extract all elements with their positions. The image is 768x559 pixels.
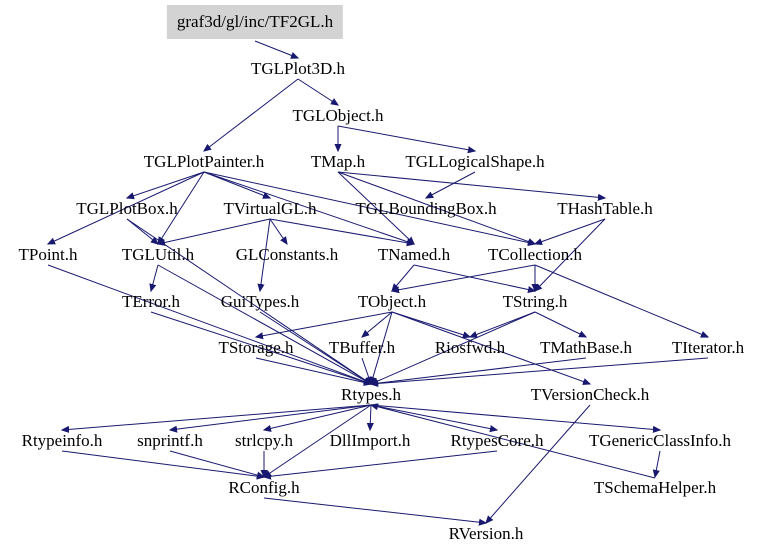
dependency-edge <box>260 218 271 291</box>
graph-node[interactable]: TGLLogicalShape.h <box>405 152 545 171</box>
dependency-edge <box>169 450 264 477</box>
dependency-edge <box>259 311 371 384</box>
dependency-edge <box>264 450 498 477</box>
dependency-edge <box>337 171 535 244</box>
dependency-edge <box>534 264 708 337</box>
graph-node[interactable]: RVersion.h <box>448 524 524 543</box>
dependency-edge <box>256 311 393 337</box>
graph-node[interactable]: TMap.h <box>310 152 366 171</box>
graph-node[interactable]: TMathBase.h <box>539 338 633 357</box>
graph-node[interactable]: TGLPlotBox.h <box>76 199 178 218</box>
dependency-edge <box>391 311 470 337</box>
dependency-edge <box>337 125 475 151</box>
graph-node[interactable]: TStorage.h <box>218 338 294 357</box>
dependency-edge <box>535 218 606 244</box>
root-node[interactable]: graf3d/gl/inc/TF2GL.h <box>166 5 344 39</box>
graph-node[interactable]: GLConstants.h <box>235 245 339 264</box>
dependency-edge <box>203 171 535 244</box>
dependency-edge <box>62 404 372 430</box>
graph-node[interactable]: TIterator.h <box>671 338 745 357</box>
graph-node[interactable]: TGLPlotPainter.h <box>143 152 265 171</box>
dependency-edge <box>370 404 660 430</box>
dependency-edge <box>426 171 476 198</box>
graph-node[interactable]: RConfig.h <box>228 478 300 497</box>
dependency-edge <box>47 264 371 384</box>
graph-node[interactable]: TObject.h <box>357 292 427 311</box>
dependency-edge <box>370 404 497 430</box>
graph-node[interactable]: TNamed.h <box>377 245 451 264</box>
dependency-edge <box>361 357 371 384</box>
dependency-edge <box>150 311 371 384</box>
graph-node[interactable]: TGLBoundingBox.h <box>355 199 497 218</box>
dependency-edge <box>655 450 661 477</box>
dependency-edge <box>413 264 535 291</box>
dependency-edge <box>127 171 205 198</box>
dependency-edge <box>535 218 606 291</box>
dependency-edge <box>371 311 536 384</box>
dependency-edge <box>269 218 414 244</box>
dependency-edge <box>255 357 371 384</box>
graph-node[interactable]: TVirtualGL.h <box>223 199 317 218</box>
dependency-edge <box>371 357 709 384</box>
graph-node[interactable]: TPoint.h <box>18 245 78 264</box>
graph-node[interactable]: TString.h <box>502 292 568 311</box>
dependency-edge <box>126 218 371 384</box>
dependency-edge <box>204 78 299 151</box>
graph-node[interactable]: TGLPlot3D.h <box>251 59 345 78</box>
dependency-edge <box>337 171 605 198</box>
graph-node[interactable]: TGLUtil.h <box>121 245 195 264</box>
dependency-edge <box>337 171 414 244</box>
dependency-edge <box>126 218 158 244</box>
graph-node[interactable]: snprintf.h <box>137 431 203 450</box>
dependency-edge <box>371 311 393 384</box>
dependency-edge <box>486 404 591 523</box>
graph-node[interactable]: strlcpy.h <box>235 431 293 450</box>
dependency-edge <box>392 264 536 291</box>
graph-node[interactable]: Rtypes.h <box>341 385 401 404</box>
dependency-edge <box>48 171 205 244</box>
graph-node[interactable]: TSchemaHelper.h <box>593 478 717 497</box>
dependency-edge <box>203 171 270 198</box>
dependency-edge <box>264 404 372 430</box>
dependency-edge <box>371 357 587 384</box>
dependency-edge <box>158 218 271 244</box>
dependency-edge <box>370 404 371 430</box>
graph-node[interactable]: TVersionCheck.h <box>530 385 650 404</box>
dependency-edge <box>157 264 371 384</box>
graph-node[interactable]: DllImport.h <box>329 431 411 450</box>
graph-node[interactable]: THashTable.h <box>557 199 653 218</box>
graph-node[interactable]: Rtypeinfo.h <box>21 431 103 450</box>
dependency-edge <box>263 497 486 523</box>
dependency-edge <box>269 218 287 244</box>
dependency-edge <box>297 78 338 105</box>
dependency-edge <box>61 450 264 477</box>
dependency-edge <box>391 311 590 384</box>
dependency-edge <box>470 311 536 337</box>
dependency-edge <box>170 404 372 430</box>
graph-node[interactable]: GuiTypes.h <box>220 292 300 311</box>
graph-node[interactable]: TCollection.h <box>488 245 582 264</box>
graph-node[interactable]: TBuffer.h <box>328 338 396 357</box>
dependency-edge <box>264 404 372 477</box>
dependency-edge <box>203 171 414 244</box>
dependency-edge <box>362 311 393 337</box>
dependency-edge <box>254 40 298 58</box>
dependency-edge <box>534 311 586 337</box>
dependency-edge <box>371 405 656 479</box>
graph-node[interactable]: TGenericClassInfo.h <box>588 431 732 450</box>
dependency-edge <box>151 264 159 291</box>
graph-node[interactable]: Riosfwd.h <box>434 338 506 357</box>
graph-node[interactable]: RtypesCore.h <box>450 431 544 450</box>
graph-node[interactable]: TGLObject.h <box>292 106 384 125</box>
graph-node[interactable]: TError.h <box>121 292 181 311</box>
dependency-edge <box>158 171 205 244</box>
